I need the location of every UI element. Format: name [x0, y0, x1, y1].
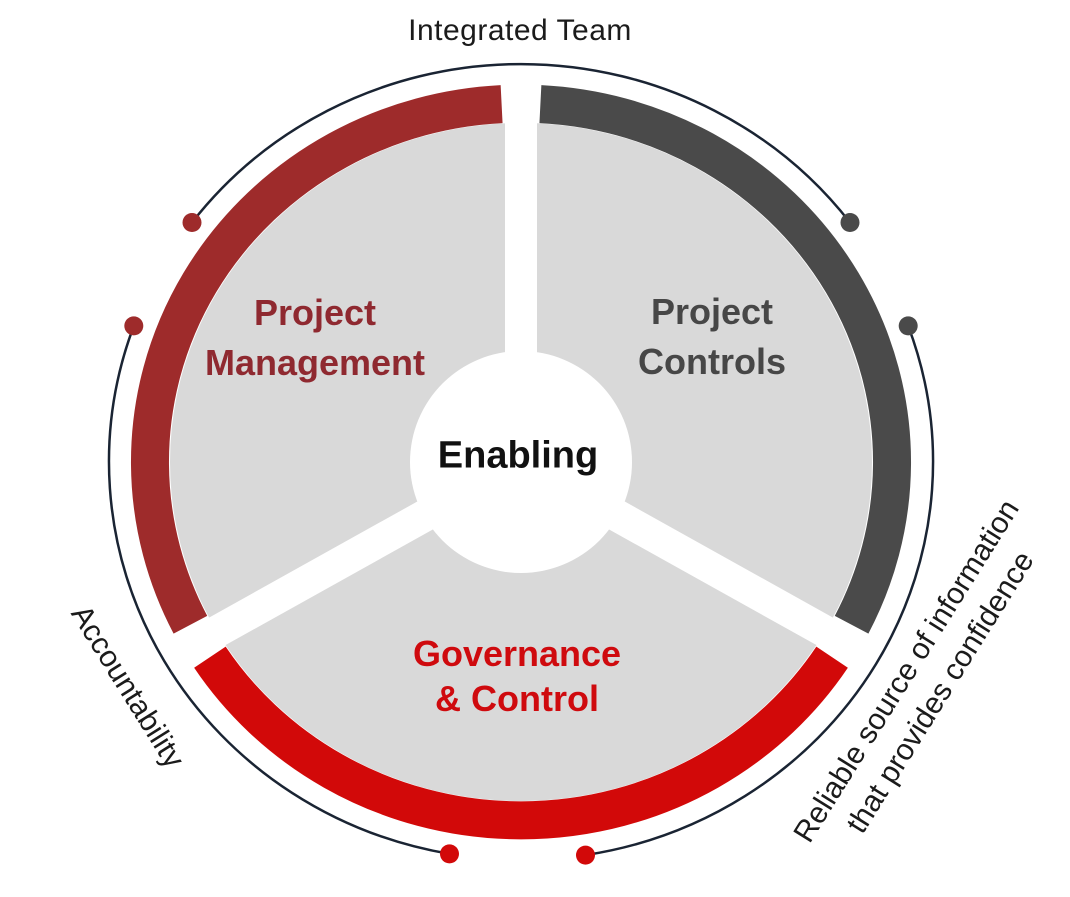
connector-dot-accountability-start — [440, 844, 459, 864]
connector-dot-accountability-end — [124, 316, 144, 336]
connector-arc-reliable-source — [585, 325, 935, 857]
connector-dot-integrated-team-end — [840, 213, 860, 232]
connector-arc-integrated-team — [191, 62, 851, 224]
label-project-controls-line1: Project — [650, 291, 774, 332]
segment-arc-project-management — [130, 85, 503, 634]
connector-dot-integrated-team-start — [182, 213, 202, 232]
label-project-controls-line2: Controls — [638, 341, 786, 382]
connector-arc-accountability — [107, 325, 450, 856]
label-project-controls: Project Controls — [638, 287, 786, 387]
segment-arc-project-controls — [539, 85, 912, 634]
hub-circle — [410, 351, 632, 573]
label-governance-control-line1: Governance — [412, 633, 622, 674]
label-project-management: Project Management — [205, 288, 425, 388]
label-governance-control-line2: & Control — [435, 678, 599, 719]
label-integrated-team: Integrated Team — [408, 14, 632, 47]
label-project-management-line1: Project — [253, 292, 377, 333]
connector-dot-reliable-source-start — [898, 316, 918, 336]
connector-dot-reliable-source-end — [576, 845, 595, 865]
label-governance-control: Governance & Control — [413, 631, 621, 721]
label-project-management-line2: Management — [204, 342, 426, 383]
segment-arc-governance-control — [194, 646, 848, 840]
label-enabling: Enabling — [437, 434, 599, 477]
